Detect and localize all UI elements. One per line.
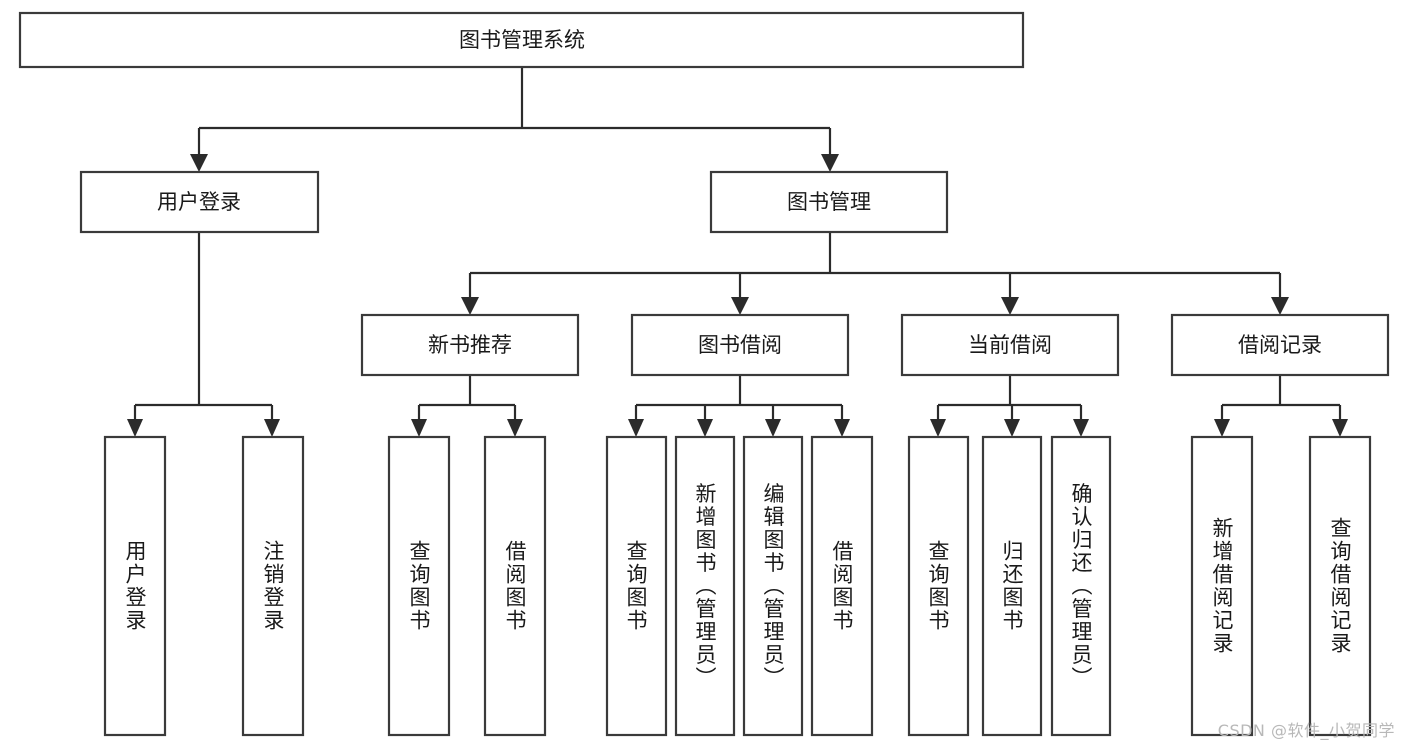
node-borrow-record-label: 借阅记录	[1238, 333, 1322, 357]
arrow-head-icon	[1001, 297, 1019, 315]
leaf-add-borrow-record-label: 新增借阅记录	[1210, 517, 1234, 655]
leaf-borrow-book-label: 借阅图书	[830, 540, 854, 632]
node-book-management-label: 图书管理	[787, 190, 871, 214]
leaf-add-borrow-record[interactable]: 新增借阅记录	[1190, 435, 1254, 737]
node-book-management-box[interactable]	[709, 170, 949, 234]
arrow-head-icon	[1332, 419, 1348, 437]
node-current-borrow-label: 当前借阅	[968, 333, 1052, 357]
leaf-confirm-return-admin-box[interactable]	[1050, 435, 1112, 737]
leaf-query-borrow-record-label: 查询借阅记录	[1328, 517, 1352, 655]
leaf-borrow-book[interactable]: 借阅图书	[810, 435, 874, 737]
arrow-head-icon	[264, 419, 280, 437]
leaf-user-login-box[interactable]	[103, 435, 167, 737]
leaf-query-book-borrow[interactable]: 查询图书	[605, 435, 668, 737]
leaf-edit-book-admin-box[interactable]	[742, 435, 804, 737]
node-book-borrow-box[interactable]	[630, 313, 850, 377]
leaf-query-book-current[interactable]: 查询图书	[907, 435, 970, 737]
leaf-return-book[interactable]: 归还图书	[981, 435, 1043, 737]
arrow-head-icon	[127, 419, 143, 437]
node-book-borrow[interactable]: 图书借阅	[630, 313, 850, 377]
leaf-borrow-book-newbook[interactable]: 借阅图书	[483, 435, 547, 737]
leaf-confirm-return-admin-label: 确认归还（管理员）	[1069, 483, 1093, 690]
leaf-borrow-book-newbook-box[interactable]	[483, 435, 547, 737]
node-user-login[interactable]: 用户登录	[79, 170, 320, 234]
arrow-head-icon	[628, 419, 644, 437]
leaf-query-book-current-label: 查询图书	[926, 540, 950, 632]
arrow-head-icon	[1271, 297, 1289, 315]
leaf-add-borrow-record-box[interactable]	[1190, 435, 1254, 737]
leaf-query-book-borrow-label: 查询图书	[624, 540, 648, 632]
leaf-borrow-book-box[interactable]	[810, 435, 874, 737]
node-user-login-box[interactable]	[79, 170, 320, 234]
leaf-return-book-label: 归还图书	[1000, 540, 1024, 632]
leaf-logout[interactable]: 注销登录	[241, 435, 305, 737]
leaf-logout-box[interactable]	[241, 435, 305, 737]
leaf-edit-book-admin[interactable]: 编辑图书（管理员）	[742, 435, 804, 737]
arrow-head-icon	[697, 419, 713, 437]
arrow-head-icon	[1004, 419, 1020, 437]
node-new-book-recommend[interactable]: 新书推荐	[360, 313, 580, 377]
leaf-query-book-newbook[interactable]: 查询图书	[387, 435, 451, 737]
leaf-edit-book-admin-label: 编辑图书（管理员）	[761, 483, 785, 690]
arrow-head-icon	[461, 297, 479, 315]
leaf-logout-label: 注销登录	[261, 540, 285, 632]
watermark: CSDN @软件_小贺同学	[1217, 721, 1395, 740]
arrow-head-icon	[411, 419, 427, 437]
node-borrow-record-box[interactable]	[1170, 313, 1390, 377]
arrow-head-icon	[1214, 419, 1230, 437]
arrow-head-icon	[930, 419, 946, 437]
node-root-box[interactable]	[18, 11, 1025, 69]
leaf-query-book-newbook-box[interactable]	[387, 435, 451, 737]
arrow-head-icon	[834, 419, 850, 437]
arrow-head-icon	[821, 154, 839, 172]
leaf-query-borrow-record-box[interactable]	[1308, 435, 1372, 737]
leaf-query-borrow-record[interactable]: 查询借阅记录	[1308, 435, 1372, 737]
arrow-head-icon	[1073, 419, 1089, 437]
node-user-login-label: 用户登录	[157, 190, 241, 214]
leaf-add-book-admin-box[interactable]	[674, 435, 736, 737]
leaf-borrow-book-newbook-label: 借阅图书	[503, 540, 527, 632]
node-book-management[interactable]: 图书管理	[709, 170, 949, 234]
leaf-user-login[interactable]: 用户登录	[103, 435, 167, 737]
leaf-confirm-return-admin[interactable]: 确认归还（管理员）	[1050, 435, 1112, 737]
node-root[interactable]: 图书管理系统	[18, 11, 1025, 69]
leaf-return-book-box[interactable]	[981, 435, 1043, 737]
arrow-head-icon	[765, 419, 781, 437]
leaf-add-book-admin[interactable]: 新增图书（管理员）	[674, 435, 736, 737]
connector-layer	[127, 67, 1348, 437]
arrow-head-icon	[507, 419, 523, 437]
node-borrow-record[interactable]: 借阅记录	[1170, 313, 1390, 377]
node-new-book-recommend-box[interactable]	[360, 313, 580, 377]
node-book-borrow-label: 图书借阅	[698, 333, 782, 357]
leaf-query-book-current-box[interactable]	[907, 435, 970, 737]
leaf-query-book-newbook-label: 查询图书	[407, 540, 431, 632]
node-root-label: 图书管理系统	[459, 28, 585, 52]
arrow-head-icon	[731, 297, 749, 315]
node-current-borrow[interactable]: 当前借阅	[900, 313, 1120, 377]
leaf-query-book-borrow-box[interactable]	[605, 435, 668, 737]
arrow-head-icon	[190, 154, 208, 172]
node-new-book-recommend-label: 新书推荐	[428, 333, 512, 357]
leaf-user-login-label: 用户登录	[123, 540, 147, 632]
leaf-add-book-admin-label: 新增图书（管理员）	[693, 483, 717, 690]
node-current-borrow-box[interactable]	[900, 313, 1120, 377]
